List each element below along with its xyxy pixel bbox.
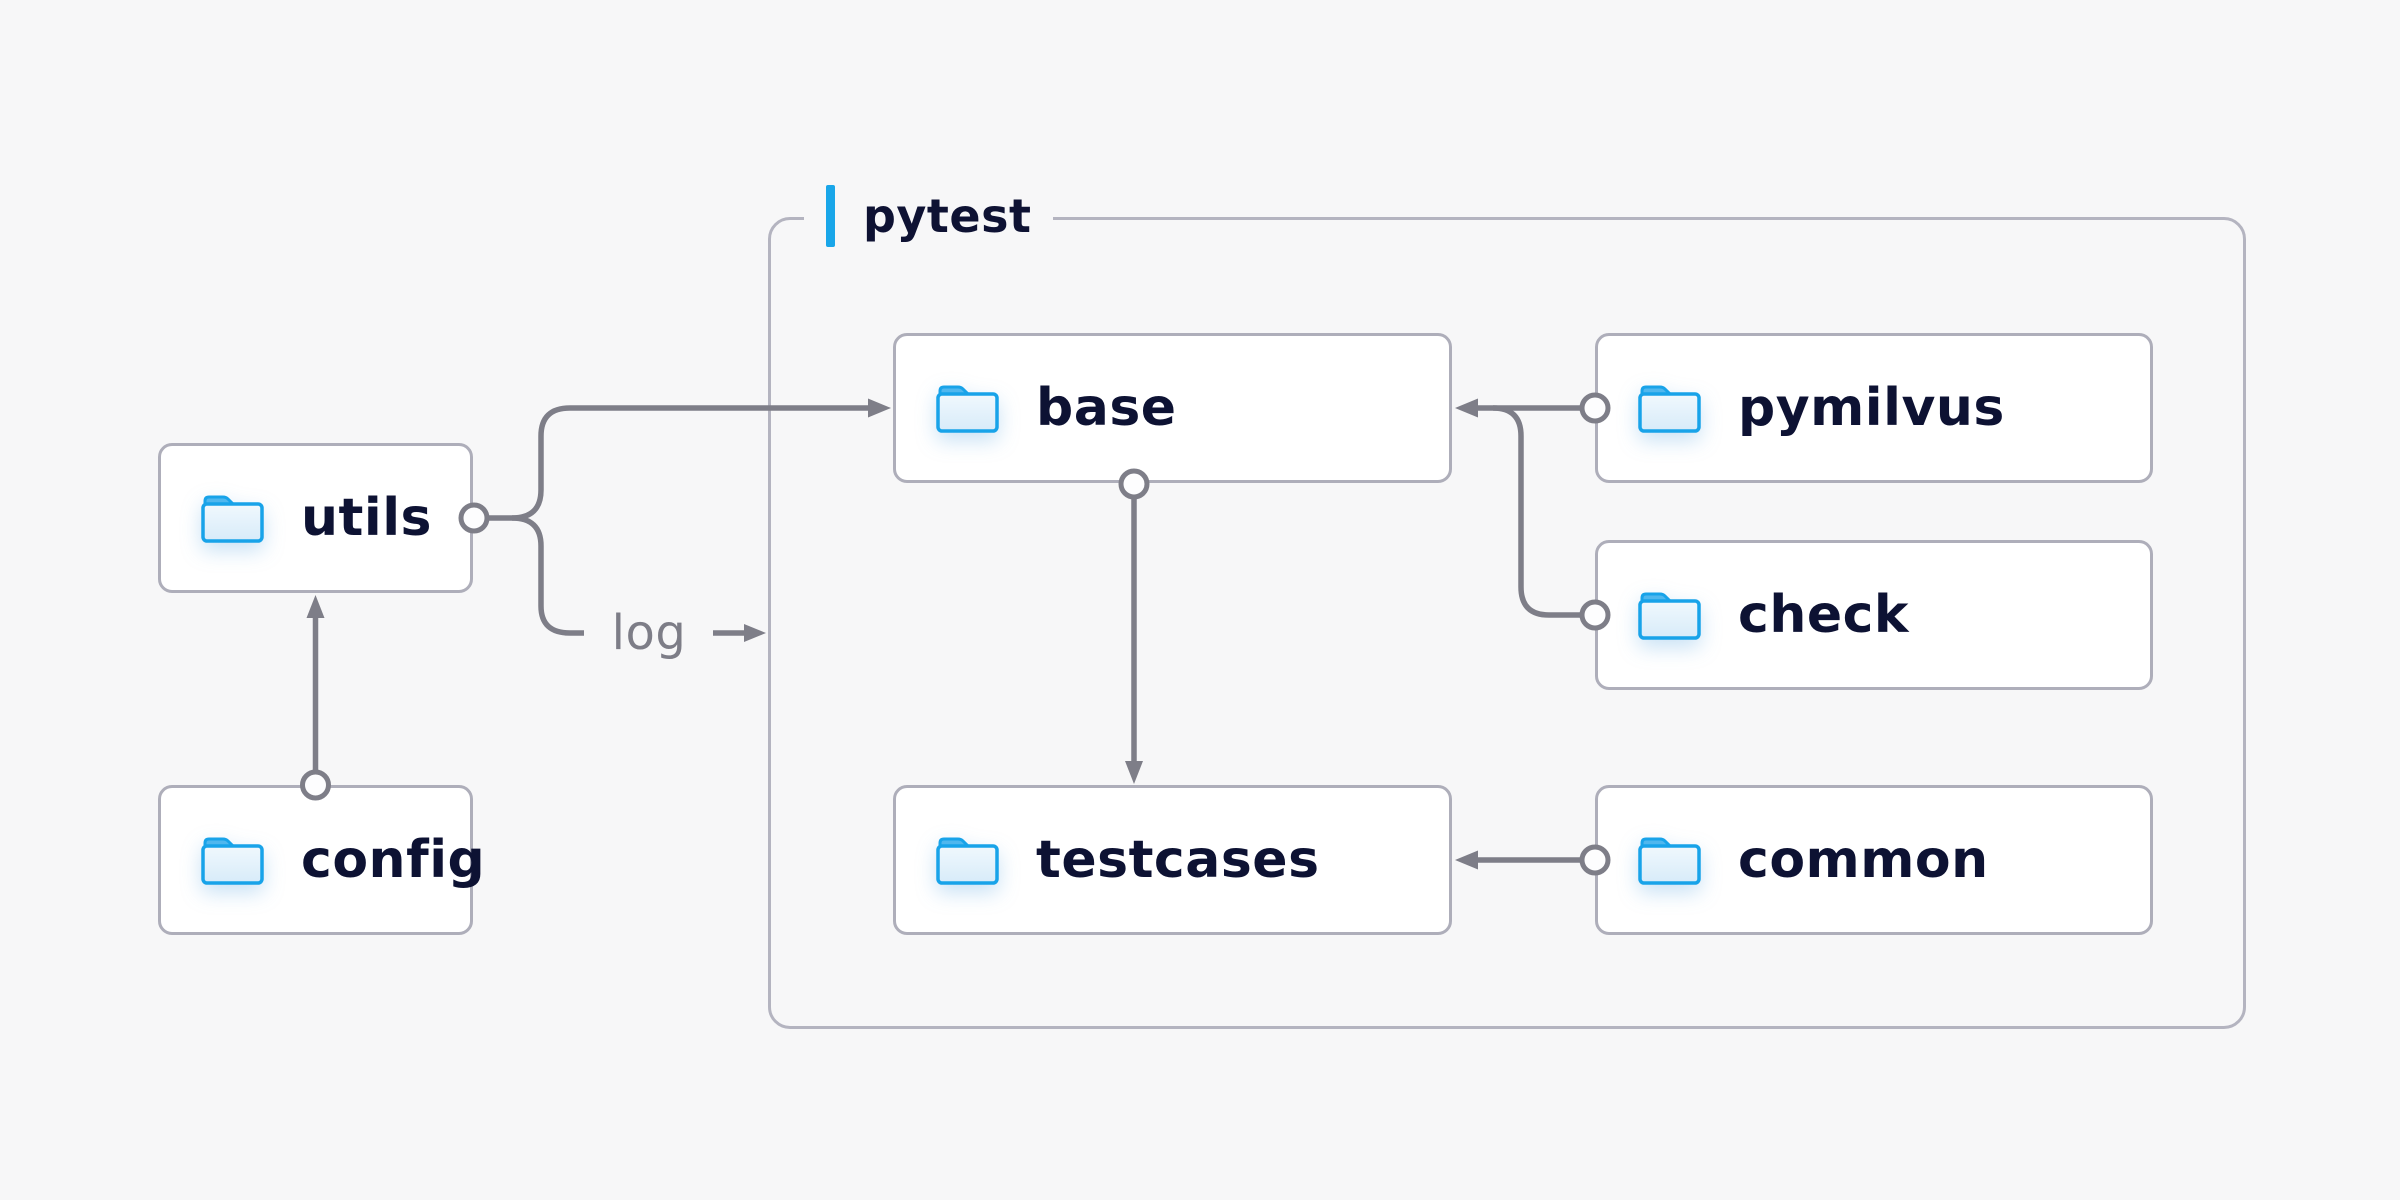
folder-icon: [1638, 592, 1701, 640]
folder-icon: [936, 837, 999, 885]
pytest-container: [768, 217, 2246, 1029]
node-label: base: [1036, 378, 1177, 438]
folder-icon: [201, 837, 264, 885]
node-config: config: [158, 785, 485, 935]
node-utils: utils: [158, 443, 473, 593]
container-title: pytest: [863, 189, 1032, 243]
node-common: common: [1595, 785, 2153, 935]
node-label: utils: [301, 488, 432, 548]
edge-label-log: log: [611, 605, 687, 661]
folder-icon: [1638, 385, 1701, 433]
pytest-container-label: pytest: [804, 183, 1054, 249]
node-check: check: [1595, 540, 2153, 690]
edge-utils-to-log: [511, 515, 584, 636]
node-pymilvus: pymilvus: [1595, 333, 2153, 483]
node-base: base: [893, 333, 1452, 483]
arrowhead-icon: [306, 595, 325, 618]
node-label: config: [301, 830, 486, 890]
node-label: common: [1738, 830, 1989, 890]
folder-icon: [201, 495, 264, 543]
folder-icon: [1638, 837, 1701, 885]
node-label: testcases: [1036, 830, 1320, 890]
arrowhead-icon: [744, 624, 766, 642]
accent-bar-icon: [826, 185, 835, 247]
node-label: check: [1738, 585, 1910, 645]
node-label: pymilvus: [1738, 378, 2005, 438]
node-testcases: testcases: [893, 785, 1452, 935]
folder-icon: [936, 385, 999, 433]
